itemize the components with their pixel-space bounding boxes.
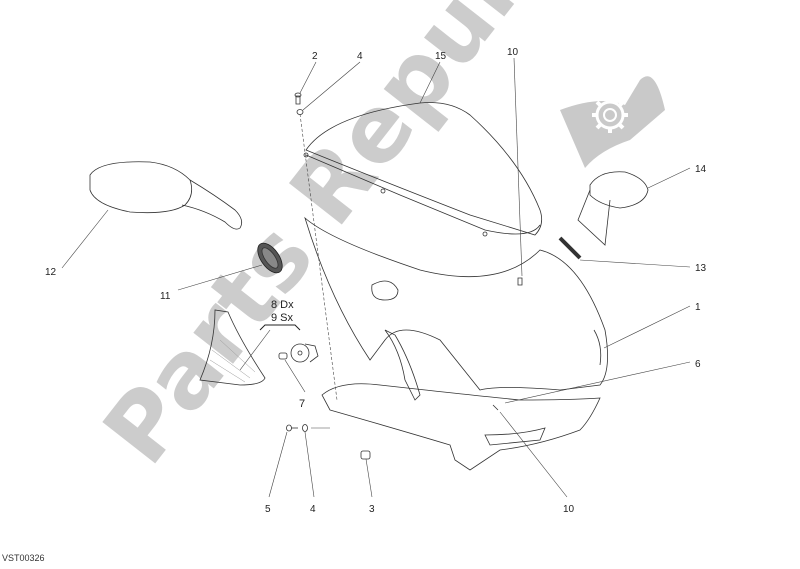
- watermark: Parts Republik: [83, 0, 665, 484]
- callout-3: 3: [369, 504, 375, 515]
- document-code: VST00326: [2, 553, 45, 563]
- hardware-parts: [286, 92, 523, 460]
- inner-panel-part: [384, 329, 421, 401]
- callout-1: 1: [695, 302, 701, 313]
- callout-10-bottom: 10: [563, 504, 575, 515]
- svg-text:Parts Republik: Parts Republik: [83, 0, 635, 484]
- right-mirror-part: [577, 171, 649, 246]
- variant-right: 8 Dx: [271, 299, 294, 311]
- callout-5: 5: [265, 504, 271, 515]
- callout-6: 6: [695, 359, 701, 370]
- callout-11: 11: [160, 291, 171, 302]
- callout-12: 12: [45, 267, 57, 278]
- bulb-holder-part: [278, 343, 319, 363]
- callout-7: 7: [299, 398, 306, 410]
- gear-flag-icon: [560, 76, 665, 168]
- turn-indicator-part: [199, 309, 266, 386]
- variant-left: 9 Sx: [271, 312, 294, 324]
- mirror-gasket-part: [257, 242, 283, 274]
- callout-15: 15: [435, 51, 447, 62]
- callout-14: 14: [695, 164, 707, 175]
- callout-2: 2: [312, 51, 318, 62]
- variant-labels: 8 Dx 9 Sx: [271, 299, 294, 325]
- leader-lines: [61, 57, 691, 498]
- windscreen-part: [303, 102, 543, 237]
- lower-fairing-part: [321, 383, 601, 471]
- callout-10-top: 10: [507, 47, 519, 58]
- upper-fairing-part: [304, 216, 608, 391]
- gasket-strip-part: [558, 236, 582, 260]
- callout-4-bottom: 4: [310, 504, 316, 515]
- left-mirror-part: [89, 161, 243, 230]
- callout-4-top: 4: [357, 51, 363, 62]
- callout-13: 13: [695, 263, 707, 274]
